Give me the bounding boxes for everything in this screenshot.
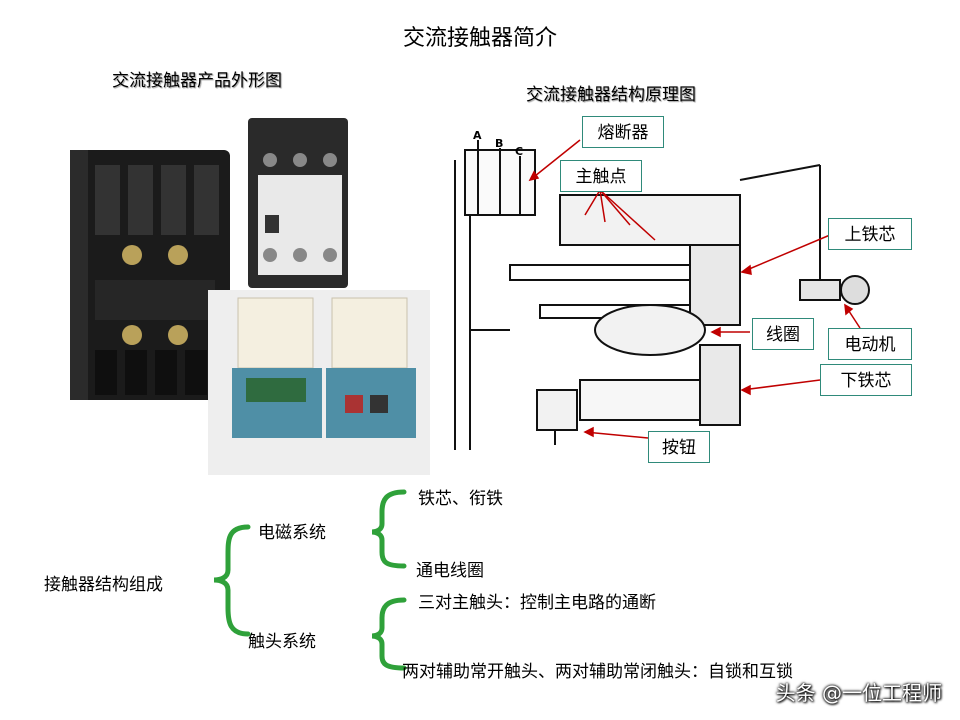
- tree-contact-system: 触头系统: [248, 632, 316, 652]
- tree-item-aux-contacts: 两对辅助常开触头、两对辅助常闭触头：自锁和互锁: [402, 662, 793, 682]
- contactor-structure-diagram: [454, 140, 870, 450]
- callout-motor: 电动机: [828, 328, 912, 360]
- large-contactor-images: [208, 290, 430, 475]
- callout-button: 按钮: [648, 431, 710, 463]
- diagram-section-heading: 交流接触器结构原理图: [526, 85, 696, 105]
- tree-item-core: 铁芯、衔铁: [418, 489, 503, 509]
- phase-label-c: C: [515, 145, 523, 158]
- tree-item-coil: 通电线圈: [416, 561, 484, 581]
- phase-label-a: A: [473, 129, 482, 142]
- tree-root: 接触器结构组成: [44, 575, 163, 595]
- tree-item-main-contacts: 三对主触头：控制主电路的通断: [418, 593, 656, 613]
- tree-electromagnetic-system: 电磁系统: [258, 523, 326, 543]
- tree-braces: [213, 489, 407, 671]
- grey-contactor-image: [248, 118, 348, 288]
- black-contactor-image: [70, 150, 230, 400]
- photo-section-heading: 交流接触器产品外形图: [112, 71, 282, 91]
- callout-lower-core: 下铁芯: [820, 364, 912, 396]
- callout-arrows: [528, 139, 861, 439]
- callout-main-contact: 主触点: [560, 160, 642, 192]
- callout-coil: 线圈: [752, 318, 814, 350]
- page-title: 交流接触器简介: [402, 26, 557, 51]
- callout-upper-core: 上铁芯: [828, 218, 912, 250]
- watermark: 头条 @一位工程师: [775, 681, 942, 705]
- callout-fuse: 熔断器: [582, 116, 664, 148]
- phase-label-b: B: [495, 137, 503, 150]
